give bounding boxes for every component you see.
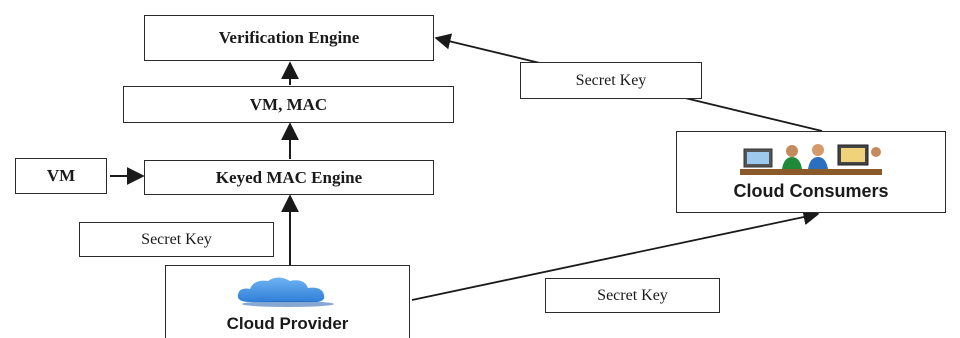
vm-mac-box: VM, MAC	[123, 86, 454, 123]
cloud-provider-label: Cloud Provider	[226, 314, 349, 333]
verification-engine-box: Verification Engine	[144, 15, 434, 61]
secret-key-consumer-label: Secret Key	[575, 71, 647, 89]
vm-input-label: VM	[46, 166, 76, 185]
secret-key-left-box: Secret Key	[79, 222, 274, 257]
arrow-provider-to-consumers	[411, 209, 820, 301]
keyed-mac-engine-box: Keyed MAC Engine	[144, 160, 434, 195]
cloud-consumers-label: Cloud Consumers	[733, 181, 889, 201]
vm-input-box: VM	[15, 158, 107, 194]
secret-key-left-label: Secret Key	[141, 230, 212, 248]
cloud-icon	[237, 277, 334, 307]
vm-mac-label: VM, MAC	[249, 94, 328, 114]
cloud-consumers-box: Cloud Consumers	[676, 131, 946, 213]
verification-engine-label: Verification Engine	[218, 28, 360, 47]
secret-key-provider-label: Secret Key	[597, 286, 668, 304]
secret-key-provider-box: Secret Key	[545, 278, 720, 313]
cloud-provider-box: Cloud Provider	[165, 265, 410, 338]
people-at-computers-icon	[740, 144, 882, 175]
secret-key-consumer-box: Secret Key	[520, 62, 702, 99]
keyed-mac-engine-label: Keyed MAC Engine	[215, 167, 363, 187]
